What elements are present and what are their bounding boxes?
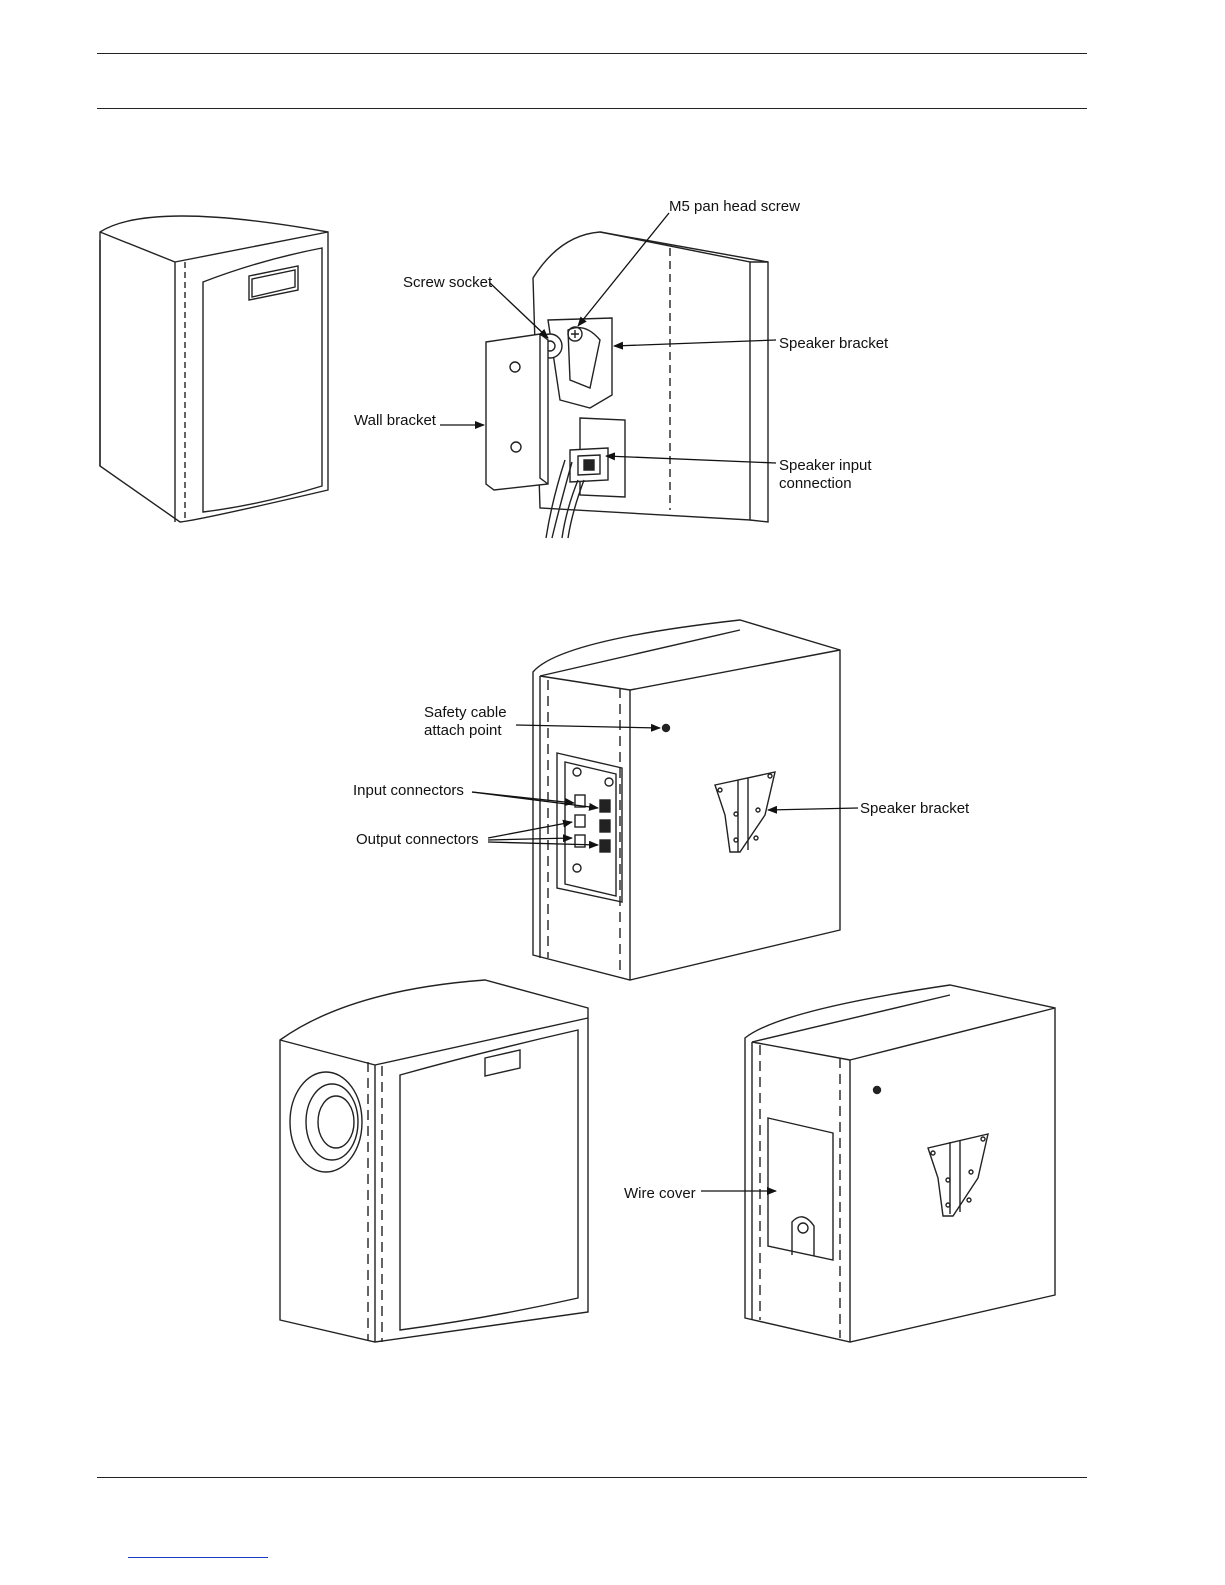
label-input-connectors: Input connectors bbox=[353, 782, 464, 799]
label-safety-cable-line1: Safety cable bbox=[424, 704, 507, 721]
label-speaker-input-line2: connection bbox=[779, 475, 852, 492]
label-speaker-bracket-top: Speaker bracket bbox=[779, 335, 889, 352]
label-m5-pan-head-screw: M5 pan head screw bbox=[669, 198, 800, 215]
small-speaker-front-illustration bbox=[100, 216, 328, 522]
label-safety-cable-line2: attach point bbox=[424, 722, 502, 739]
label-speaker-input-line1: Speaker input bbox=[779, 457, 872, 474]
label-output-connectors: Output connectors bbox=[356, 831, 479, 848]
small-speaker-rear-with-bracket-illustration bbox=[486, 232, 768, 538]
large-speaker-rear-illustration bbox=[745, 985, 1055, 1342]
large-speaker-front-illustration bbox=[280, 980, 588, 1342]
label-speaker-bracket-mid: Speaker bracket bbox=[860, 800, 970, 817]
label-screw-socket: Screw socket bbox=[403, 274, 493, 291]
label-wall-bracket: Wall bracket bbox=[354, 412, 437, 429]
medium-speaker-rear-illustration bbox=[533, 620, 840, 980]
label-wire-cover: Wire cover bbox=[624, 1185, 696, 1202]
